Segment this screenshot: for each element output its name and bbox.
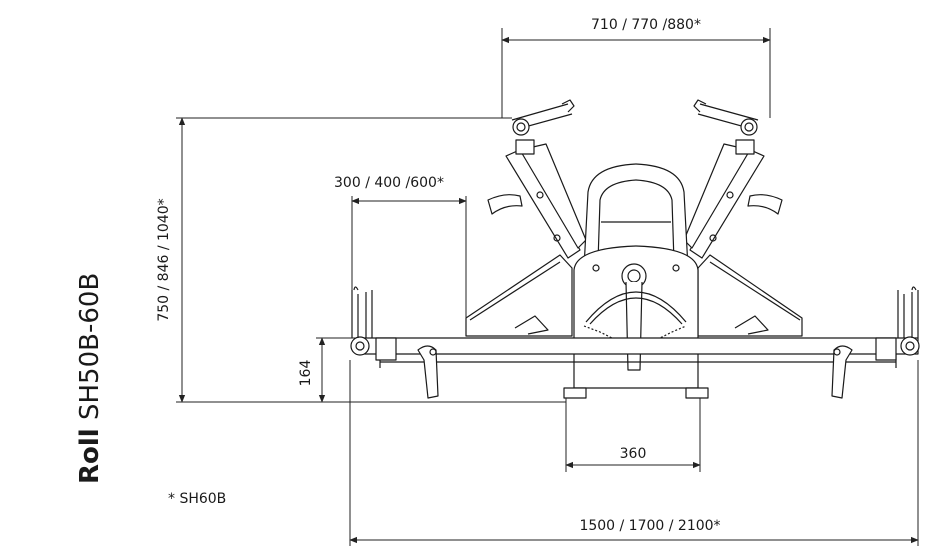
right-folding-arm bbox=[683, 99, 765, 259]
dim-table-height-label: 164 bbox=[298, 360, 314, 387]
left-table-wing bbox=[465, 194, 573, 337]
dim-total-width-label: 1500 / 1700 / 2100* bbox=[579, 518, 720, 534]
central-body bbox=[583, 163, 689, 269]
dim-top-width-label: 710 / 770 /880* bbox=[591, 17, 701, 33]
base-housing bbox=[563, 245, 709, 399]
right-roller-end bbox=[831, 286, 920, 399]
dimension-lines bbox=[176, 28, 919, 546]
machine-outline bbox=[350, 99, 920, 399]
left-folding-arm bbox=[505, 99, 587, 259]
dim-base-width-label: 360 bbox=[620, 446, 647, 462]
model-label: SH50B-60B bbox=[75, 273, 105, 420]
left-roller-end bbox=[350, 286, 439, 399]
footnote: * SH60B bbox=[168, 491, 226, 507]
right-table-wing bbox=[697, 194, 803, 337]
dim-table-width-label: 300 / 400 /600* bbox=[334, 175, 444, 191]
brand-label: Roll bbox=[75, 428, 105, 484]
dim-height-label: 750 / 846 / 1040* bbox=[156, 198, 172, 321]
